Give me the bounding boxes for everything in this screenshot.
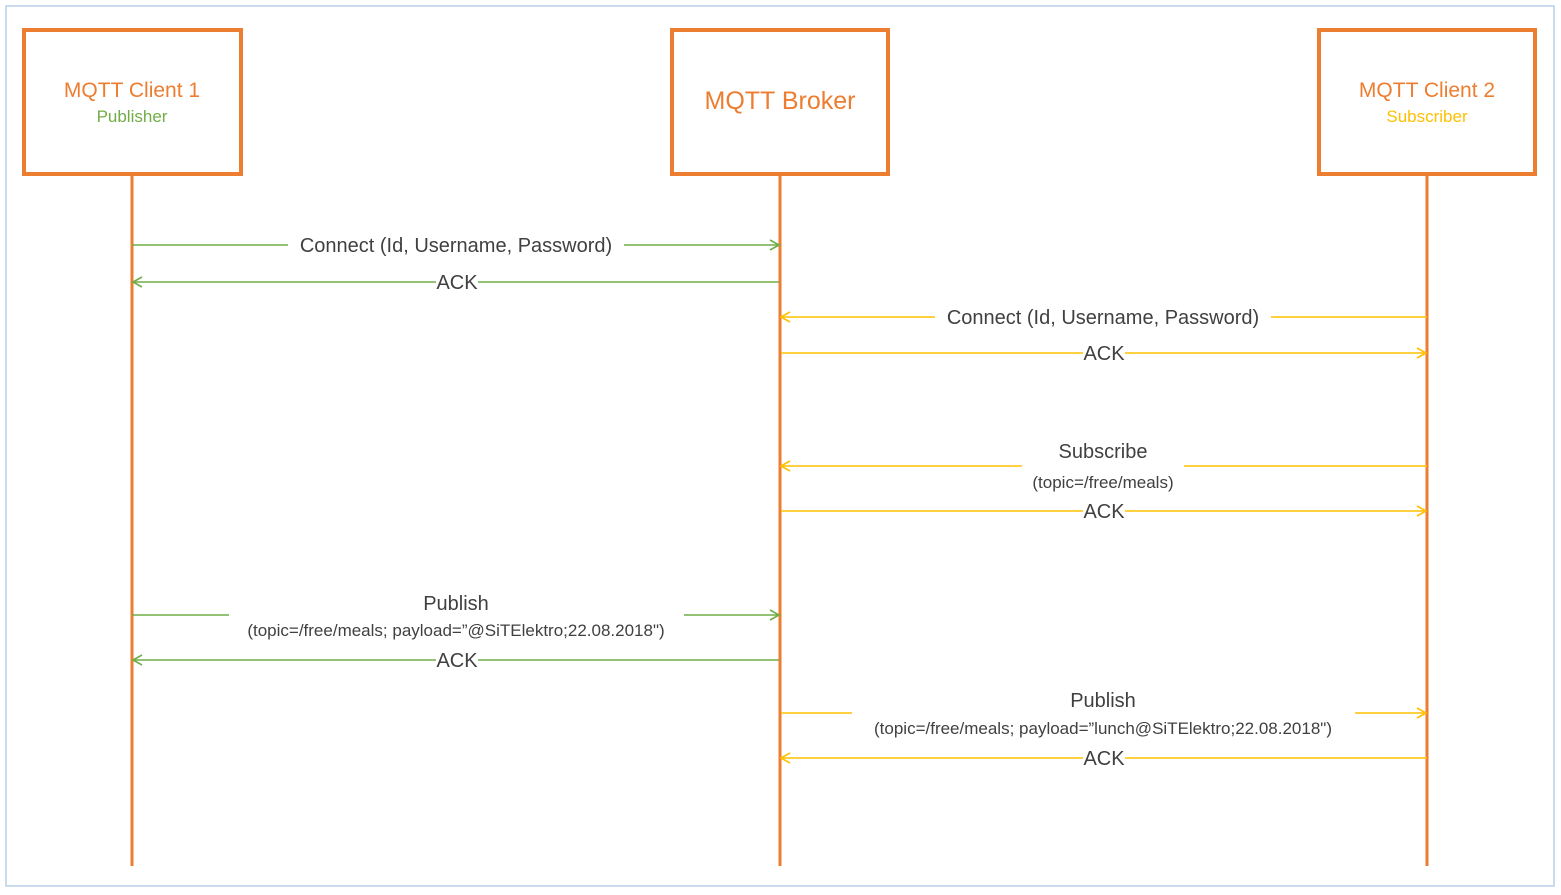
actor-client1-role: Publisher — [97, 107, 168, 126]
message-label: ACK — [1083, 501, 1125, 523]
message-publish-client2: Publish (topic=/free/meals; payload=”lun… — [781, 687, 1428, 739]
message-sublabel: (topic=/free/meals; payload=”lunch@SiTEl… — [874, 719, 1332, 738]
message-label: Connect (Id, Username, Password) — [947, 307, 1259, 329]
message-label: Publish — [1070, 690, 1136, 712]
actor-client2: MQTT Client 2 Subscriber — [1317, 28, 1537, 176]
message-label-bg — [1022, 438, 1184, 494]
message-publish-client1: Publish (topic=/free/meals; payload=”@Si… — [132, 590, 781, 642]
diagram-frame — [5, 5, 1555, 887]
actor-broker-name: MQTT Broker — [705, 87, 856, 115]
actor-client2-box — [1317, 28, 1537, 176]
message-ack-publish-client1: ACK — [131, 647, 779, 673]
message-label: Subscribe — [1059, 441, 1148, 463]
message-label: Publish — [423, 593, 489, 615]
message-ack-publish-client2: ACK — [779, 745, 1427, 771]
message-ack-client2-connect: ACK — [781, 340, 1428, 366]
message-subscribe: Subscribe (topic=/free/meals) — [779, 438, 1427, 494]
message-label-bg — [1083, 498, 1125, 524]
actor-client2-role: Subscriber — [1386, 107, 1468, 126]
message-label-bg — [1083, 340, 1125, 366]
actor-client2-name: MQTT Client 2 — [1359, 79, 1495, 102]
actor-client1: MQTT Client 1 Publisher — [22, 28, 243, 176]
message-connect-client1: Connect (Id, Username, Password) — [132, 232, 781, 258]
message-label: ACK — [436, 650, 478, 672]
message-label: ACK — [436, 272, 478, 294]
actor-client1-name: MQTT Client 1 — [64, 79, 200, 102]
actor-client1-box — [22, 28, 243, 176]
message-label-bg — [288, 232, 624, 258]
actor-broker: MQTT Broker — [670, 28, 890, 176]
message-label-bg — [935, 304, 1271, 330]
message-label: Connect (Id, Username, Password) — [300, 235, 612, 257]
message-label: ACK — [1083, 343, 1125, 365]
message-label: ACK — [1083, 748, 1125, 770]
message-label-bg — [436, 269, 478, 295]
message-sublabel: (topic=/free/meals; payload=”@SiTElektro… — [247, 621, 664, 640]
message-ack-subscribe: ACK — [781, 498, 1428, 524]
actor-broker-box — [670, 28, 890, 176]
message-label-bg — [436, 647, 478, 673]
message-connect-client2: Connect (Id, Username, Password) — [779, 304, 1427, 330]
message-ack-client1-connect: ACK — [131, 269, 779, 295]
message-label-bg — [852, 687, 1355, 739]
message-label-bg — [229, 590, 684, 642]
message-sublabel: (topic=/free/meals) — [1032, 473, 1173, 492]
message-label-bg — [1083, 745, 1125, 771]
